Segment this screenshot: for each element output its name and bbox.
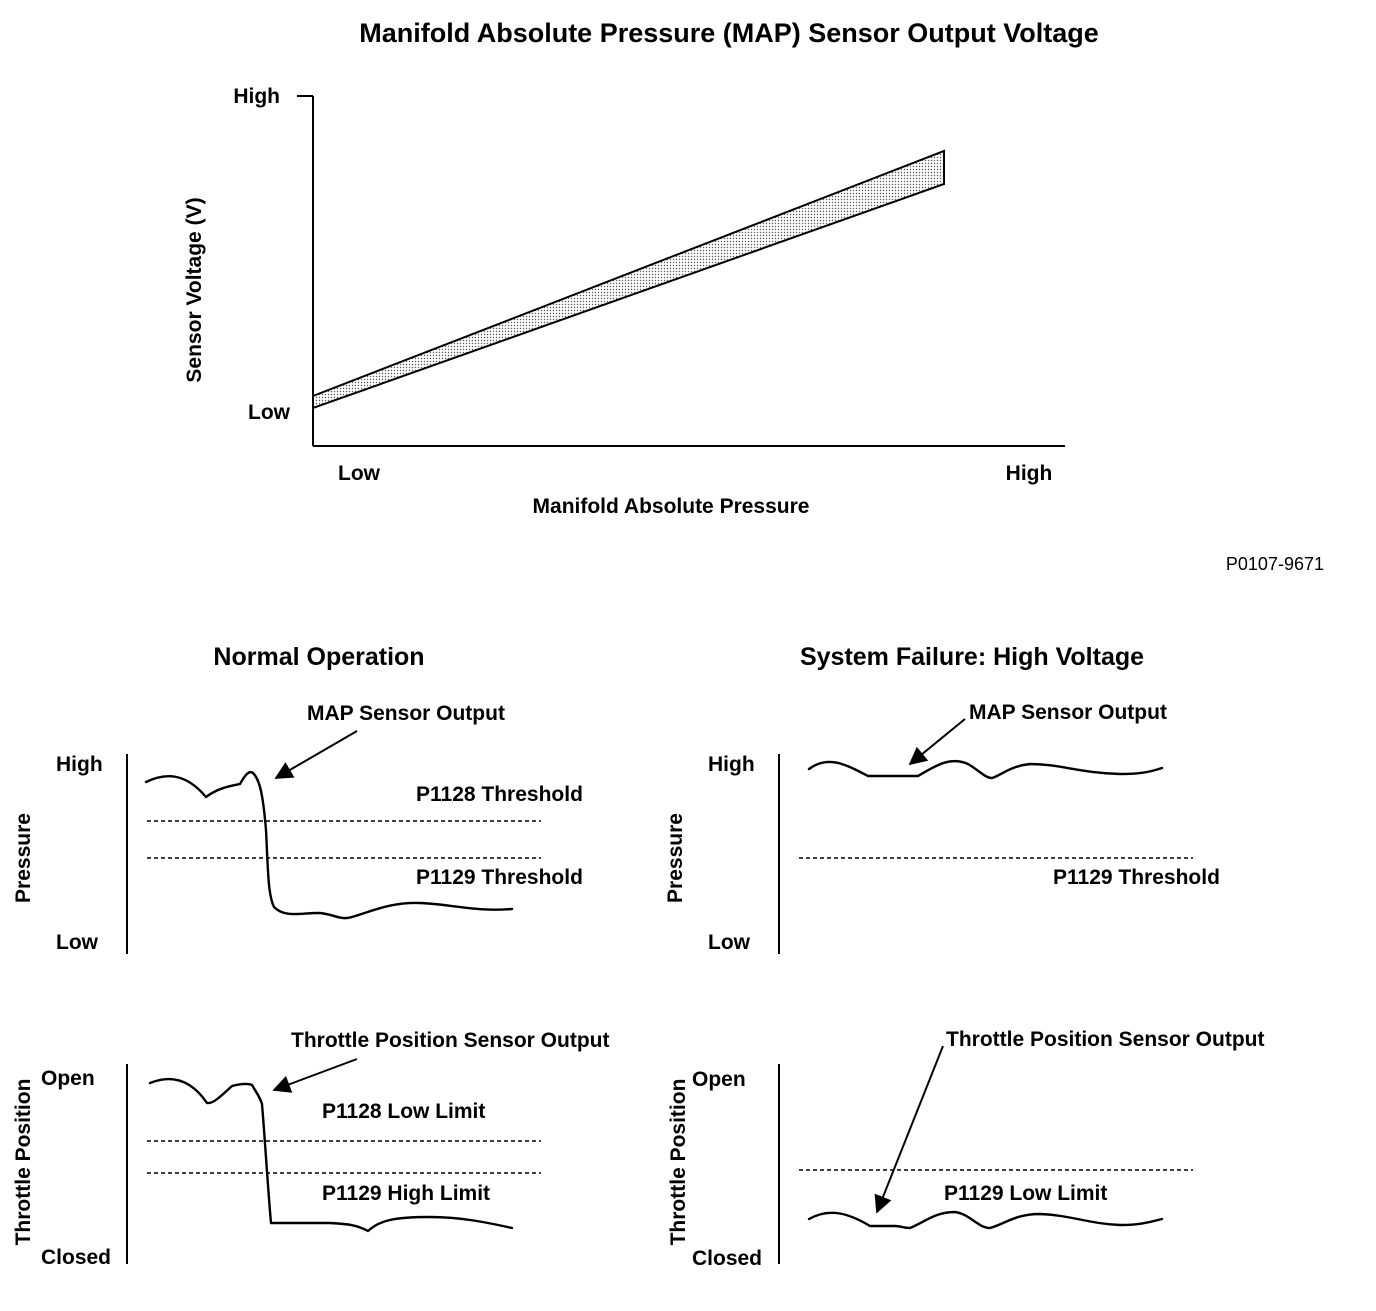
top-chart-axes: [297, 95, 1065, 447]
failure-throttle-closed: Closed: [692, 1247, 762, 1270]
failure-pressure-axis-label: Pressure: [664, 813, 687, 903]
failure-map-callout: MAP Sensor Output: [969, 701, 1167, 724]
normal-pressure-axis-label: Pressure: [12, 813, 35, 903]
system-failure-title: System Failure: High Voltage: [800, 643, 1144, 671]
normal-throttle-axis-label: Throttle Position: [12, 1079, 35, 1246]
top-y-high-label: High: [233, 85, 280, 108]
normal-pressure-high: High: [56, 753, 103, 776]
normal-pressure-panel: High Low Pressure P1128 Threshold P1129 …: [12, 702, 583, 954]
p1128-low-limit-label: P1128 Low Limit: [322, 1100, 485, 1123]
p1129-high-limit-label: P1129 High Limit: [322, 1182, 490, 1205]
failure-pressure-low: Low: [708, 931, 751, 954]
p1129-threshold-label: P1129 Threshold: [416, 866, 583, 889]
failure-p1129-threshold-label: P1129 Threshold: [1053, 866, 1220, 889]
normal-operation-title: Normal Operation: [213, 643, 424, 671]
voltage-band: [312, 149, 945, 410]
failure-tps-callout: Throttle Position Sensor Output: [946, 1028, 1265, 1051]
normal-throttle-open: Open: [41, 1067, 95, 1090]
top-chart-title: Manifold Absolute Pressure (MAP) Sensor …: [359, 18, 1099, 48]
failure-throttle-open: Open: [692, 1068, 746, 1091]
failure-throttle-sensor-output-curve: [807, 1210, 1164, 1230]
normal-throttle-closed: Closed: [41, 1246, 111, 1269]
normal-tps-callout: Throttle Position Sensor Output: [291, 1029, 610, 1052]
p1128-threshold-label: P1128 Threshold: [416, 783, 583, 806]
normal-map-sensor-output-curve: [144, 770, 514, 920]
top-x-low-label: Low: [338, 462, 381, 485]
figure-code: P0107-9671: [1226, 554, 1324, 574]
normal-throttle-sensor-output-curve: [148, 1077, 514, 1233]
failure-map-sensor-output-curve: [807, 759, 1164, 780]
normal-map-callout: MAP Sensor Output: [307, 702, 505, 725]
normal-tps-callout-arrow: [272, 1058, 358, 1093]
top-y-axis-label: Sensor Voltage (V): [183, 197, 206, 382]
failure-map-callout-arrow: [908, 718, 966, 766]
top-x-axis-label: Manifold Absolute Pressure: [533, 495, 810, 518]
top-y-low-label: Low: [248, 401, 291, 424]
normal-throttle-panel: Open Closed Throttle Position P1128 Low …: [12, 1029, 610, 1269]
failure-throttle-panel: Open Closed Throttle Position P1129 Low …: [667, 1028, 1265, 1270]
top-x-high-label: High: [1006, 462, 1053, 485]
failure-pressure-panel: High Low Pressure P1129 Threshold MAP Se…: [664, 701, 1220, 954]
normal-pressure-low: Low: [56, 931, 99, 954]
failure-throttle-axis-label: Throttle Position: [667, 1079, 690, 1246]
normal-map-callout-arrow: [274, 730, 358, 779]
failure-tps-callout-arrow: [874, 1045, 944, 1214]
failure-p1129-low-limit-label: P1129 Low Limit: [944, 1182, 1107, 1205]
failure-pressure-high: High: [708, 753, 755, 776]
